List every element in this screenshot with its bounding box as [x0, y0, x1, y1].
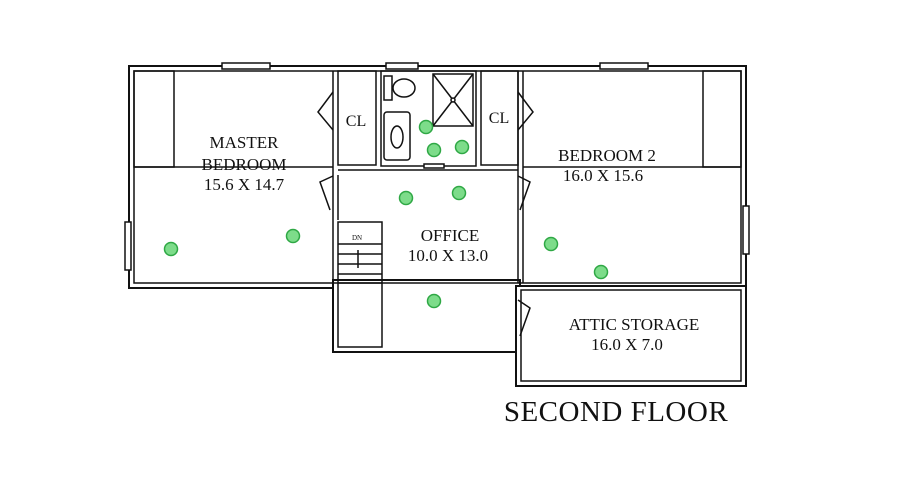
stairs: DN — [338, 234, 382, 275]
stairs-dn-label: DN — [352, 234, 362, 242]
attic-extension-wall — [515, 285, 747, 387]
marker — [451, 185, 467, 201]
marker — [398, 190, 414, 206]
master-name-line2: BEDROOM — [201, 155, 286, 174]
bedroom2-size: 16.0 X 15.6 — [563, 166, 643, 185]
room-labels: MASTER BEDROOM 15.6 X 14.7 CL CL OFFICE … — [201, 110, 699, 354]
office-extension-wall — [332, 279, 521, 353]
window — [385, 62, 419, 70]
window — [124, 221, 132, 271]
master-name-line1: MASTER — [210, 133, 280, 152]
marker — [454, 139, 470, 155]
marker — [163, 241, 179, 257]
shower-drain — [450, 97, 456, 103]
bath-fixtures — [383, 73, 474, 161]
master-size: 15.6 X 14.7 — [204, 175, 285, 194]
marker — [285, 228, 301, 244]
closet-left-door — [317, 91, 334, 131]
attic-name: ATTIC STORAGE — [569, 315, 700, 334]
marker — [426, 293, 442, 309]
attic-door — [517, 299, 531, 337]
attic-inner-line — [520, 289, 742, 382]
window — [221, 62, 271, 70]
toilet-bowl — [392, 78, 416, 98]
sink — [390, 125, 404, 149]
windows — [124, 62, 750, 271]
office-size: 10.0 X 13.0 — [408, 246, 488, 265]
window — [742, 205, 750, 255]
attic-size: 16.0 X 7.0 — [591, 335, 663, 354]
closet-left-label: CL — [346, 113, 366, 130]
doors — [317, 91, 534, 337]
closet-right-door — [517, 91, 534, 131]
stair-wall — [337, 221, 383, 348]
closet-right-label: CL — [489, 110, 509, 127]
bedroom2-door — [517, 175, 531, 211]
bath-door — [423, 163, 445, 169]
toilet-tank — [383, 75, 393, 101]
marker — [543, 236, 559, 252]
floor-title: SECOND FLOOR — [504, 396, 728, 428]
markers — [163, 119, 609, 309]
closet-left-wall — [337, 70, 377, 166]
marker — [418, 119, 434, 135]
marker — [593, 264, 609, 280]
master-door — [319, 175, 334, 211]
bedroom2-name: BEDROOM 2 — [558, 146, 656, 165]
marker — [426, 142, 442, 158]
window — [599, 62, 649, 70]
interior-walls — [133, 70, 742, 348]
office-name: OFFICE — [421, 226, 480, 245]
